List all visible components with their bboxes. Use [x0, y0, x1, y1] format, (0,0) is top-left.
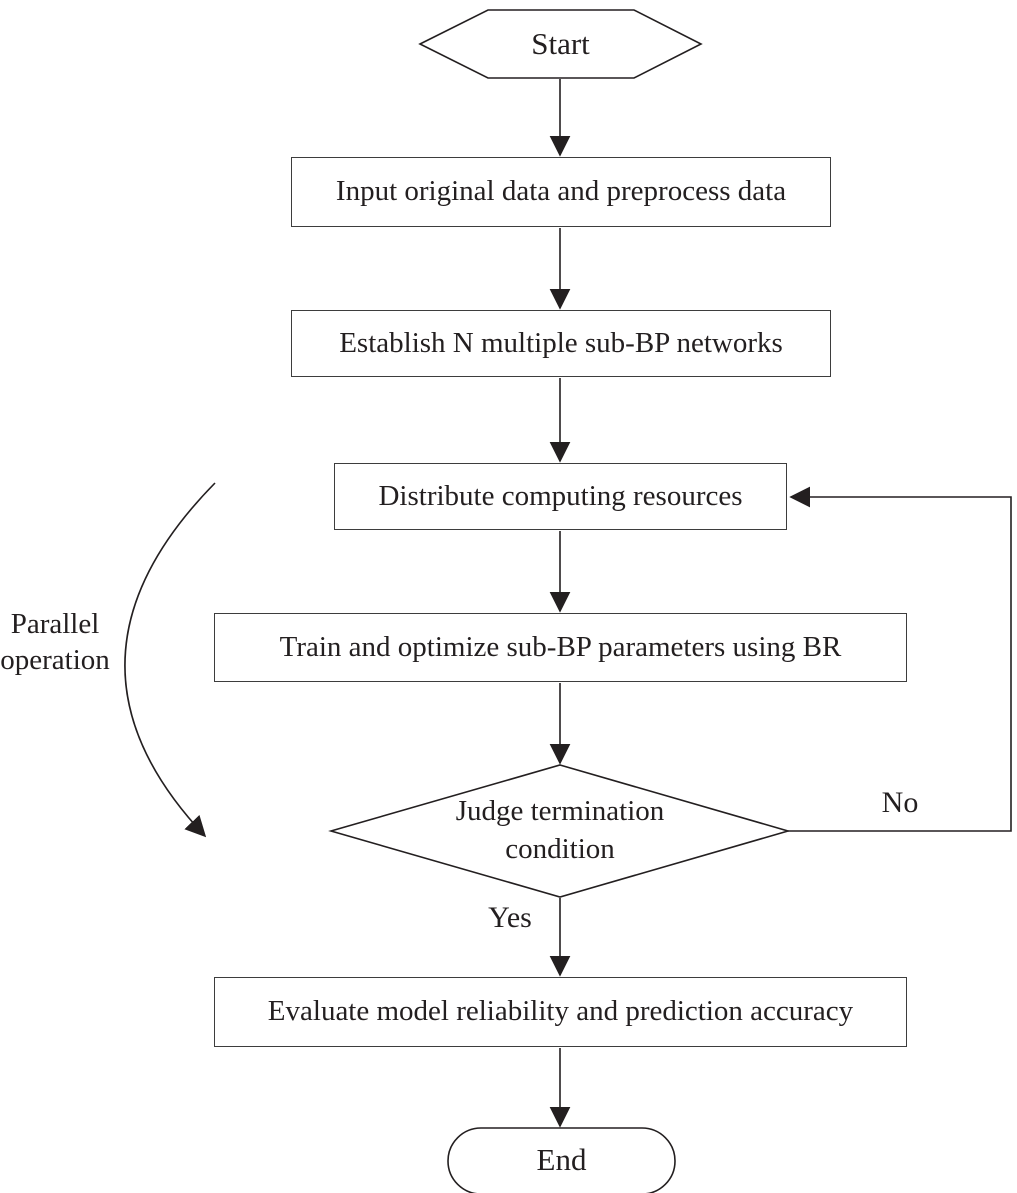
node-start-label: Start — [531, 25, 590, 61]
parallel-operation-curved-arrow — [124, 482, 216, 838]
parallel-operation-annotation: Parallel operation — [0, 608, 110, 677]
node-input-preprocess-label: Input original data and preprocess data — [335, 175, 787, 208]
edge-label-no: No — [881, 786, 919, 819]
node-start: Start — [420, 10, 701, 78]
node-establish-networks: Establish N multiple sub-BP networks — [291, 310, 831, 377]
node-distribute-resources-label: Distribute computing resources — [378, 479, 743, 512]
node-train-optimize: Train and optimize sub-BP parameters usi… — [214, 613, 907, 682]
node-end: End — [448, 1128, 675, 1192]
end-terminator-shape — [447, 1127, 676, 1193]
start-hexagon-shape — [418, 9, 703, 79]
judge-diamond-shape — [328, 764, 791, 898]
edge-label-yes: Yes — [488, 901, 532, 934]
node-evaluate-model-label: Evaluate model reliability and predictio… — [267, 995, 854, 1028]
node-input-preprocess: Input original data and preprocess data — [291, 157, 831, 227]
arrow-judge-to-distribute-no — [788, 486, 1012, 832]
node-judge-termination-label: Judge termination condition — [455, 795, 665, 865]
node-evaluate-model: Evaluate model reliability and predictio… — [214, 977, 907, 1047]
node-train-optimize-label: Train and optimize sub-BP parameters usi… — [279, 630, 842, 663]
node-distribute-resources: Distribute computing resources — [334, 463, 787, 530]
node-judge-termination: Judge termination condition — [420, 792, 700, 870]
node-establish-networks-label: Establish N multiple sub-BP networks — [339, 326, 783, 359]
node-end-label: End — [536, 1141, 587, 1177]
